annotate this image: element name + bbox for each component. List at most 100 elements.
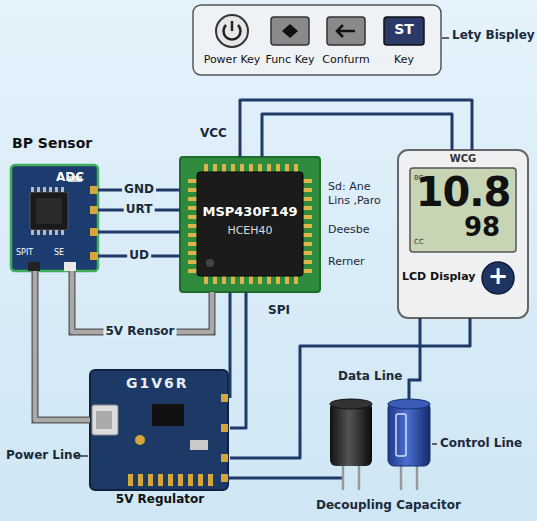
decoupling-capacitors-part xyxy=(330,402,372,466)
decoupling-capacitors-part xyxy=(416,464,419,490)
decoupling-capacitors-part xyxy=(432,443,437,445)
sensor-board-part xyxy=(31,187,64,235)
cable xyxy=(35,271,90,420)
mcu-board xyxy=(180,157,320,292)
cable-outline xyxy=(72,271,212,332)
set-key: ST Key xyxy=(374,10,434,70)
wire-label: UD xyxy=(127,249,151,263)
sensor-board-part xyxy=(90,206,98,214)
wire xyxy=(262,114,452,157)
decoupling-capacitors-part xyxy=(388,402,430,466)
regulator-board-part xyxy=(221,394,228,402)
node-title: Power Key xyxy=(200,54,264,67)
cable-outline xyxy=(35,271,90,420)
regulator-board xyxy=(90,370,228,490)
node-text: SE xyxy=(54,248,64,257)
sensor-board-part xyxy=(11,165,98,271)
sensor-board-part-part xyxy=(43,187,46,192)
mcu-board-part xyxy=(180,157,320,292)
plus-button: + xyxy=(482,262,514,294)
regulator-board-part-part xyxy=(188,474,193,486)
regulator-board-part xyxy=(221,454,228,462)
func-key: Func Key xyxy=(262,10,318,70)
node-text: 10.8 xyxy=(404,172,522,212)
wire-label: GND xyxy=(122,183,156,197)
confirm-key-icon xyxy=(327,17,365,45)
wire xyxy=(240,100,472,157)
regulator-board-part-part xyxy=(158,474,163,486)
decoupling-capacitors xyxy=(75,318,437,490)
sensor-board-part-part xyxy=(49,187,52,192)
pin-label: Lins ,Paro xyxy=(328,195,381,208)
lcd-display: WCGBC10.898CCLCD Display+ xyxy=(398,150,528,318)
wire-label: 5V Rensor xyxy=(103,325,176,339)
wire-label: Control Line xyxy=(440,437,522,451)
wire-label: Power Line xyxy=(6,449,81,463)
power-key-icon-part xyxy=(216,15,248,47)
sensor-board-part-part xyxy=(37,230,40,235)
regulator-board-part xyxy=(92,405,118,435)
regulator-board-part-part xyxy=(198,474,203,486)
node-text: ADC xyxy=(56,171,84,185)
wire-label: Data Line xyxy=(338,370,403,384)
node-title: WCG xyxy=(398,153,528,165)
lcd-body xyxy=(398,150,528,318)
lcd-body-part xyxy=(482,262,514,294)
node-text: LCD Display xyxy=(402,271,475,284)
key-panel xyxy=(193,5,449,75)
node-text: 5V Regulator xyxy=(90,493,230,507)
node-text: Key xyxy=(374,54,434,67)
decoupling-capacitors-part xyxy=(330,399,372,409)
part-label: Decoupling Capacitor xyxy=(316,499,461,513)
regulator-board-part xyxy=(190,440,208,450)
sensor-board-part xyxy=(36,198,62,224)
confirm-key-icon-part xyxy=(327,17,365,45)
decoupling-capacitors-part xyxy=(228,477,343,480)
key-panel-part xyxy=(442,37,449,39)
confirm-key-icon-part xyxy=(337,25,355,37)
power-key-icon xyxy=(216,15,248,47)
sensor-board-part-part xyxy=(61,230,64,235)
func-key-icon xyxy=(271,17,309,45)
power-key-icon-part xyxy=(231,21,234,31)
node-title: Confurm xyxy=(318,54,374,67)
regulator-board-part-part xyxy=(148,474,153,486)
regulator-board-part-part xyxy=(208,474,213,486)
mcu-board-part xyxy=(206,259,214,267)
node-title: ST xyxy=(374,21,434,37)
regulator-board-part-part xyxy=(138,474,143,486)
wire-label: URT xyxy=(124,203,155,217)
regulator-board-part xyxy=(128,474,213,486)
key-panel-part xyxy=(193,5,441,75)
regulator-board-part xyxy=(135,435,145,445)
decoupling-capacitors-part xyxy=(400,464,403,490)
decoupling-capacitors-part xyxy=(409,318,420,402)
node-title: BP Sensor xyxy=(12,135,92,151)
node-text: 98 xyxy=(464,213,500,243)
pin-label: Deesbe xyxy=(328,224,370,237)
node-title: MSP430F149 xyxy=(180,205,320,220)
node-title: + xyxy=(482,263,514,291)
bp-sensor-board: BP SensorADC SPIT SE xyxy=(10,135,98,271)
lcd-body-part xyxy=(398,150,528,318)
func-key-icon-part xyxy=(282,24,298,38)
decoupling-capacitors-part xyxy=(342,464,345,490)
decoupling-capacitors-part xyxy=(388,399,430,409)
sensor-board-part xyxy=(90,186,98,194)
sensor-board-part xyxy=(90,228,98,236)
wire xyxy=(229,292,232,398)
pin-label: VCC xyxy=(200,127,227,141)
sensor-board-part-part xyxy=(49,230,52,235)
power-key: Power Key xyxy=(200,10,264,70)
node-text: CC xyxy=(414,238,424,246)
cable xyxy=(72,271,212,332)
node-text: SPIT xyxy=(16,248,33,257)
node-text: HCEH40 xyxy=(180,225,320,238)
func-key-icon-part xyxy=(271,17,309,45)
sensor-board-part-part xyxy=(31,230,34,235)
regulator-board-part xyxy=(221,424,228,432)
sensor-board-part xyxy=(28,262,40,271)
regulator-board-part-part xyxy=(178,474,183,486)
confirm-key: Confurm xyxy=(318,10,374,70)
